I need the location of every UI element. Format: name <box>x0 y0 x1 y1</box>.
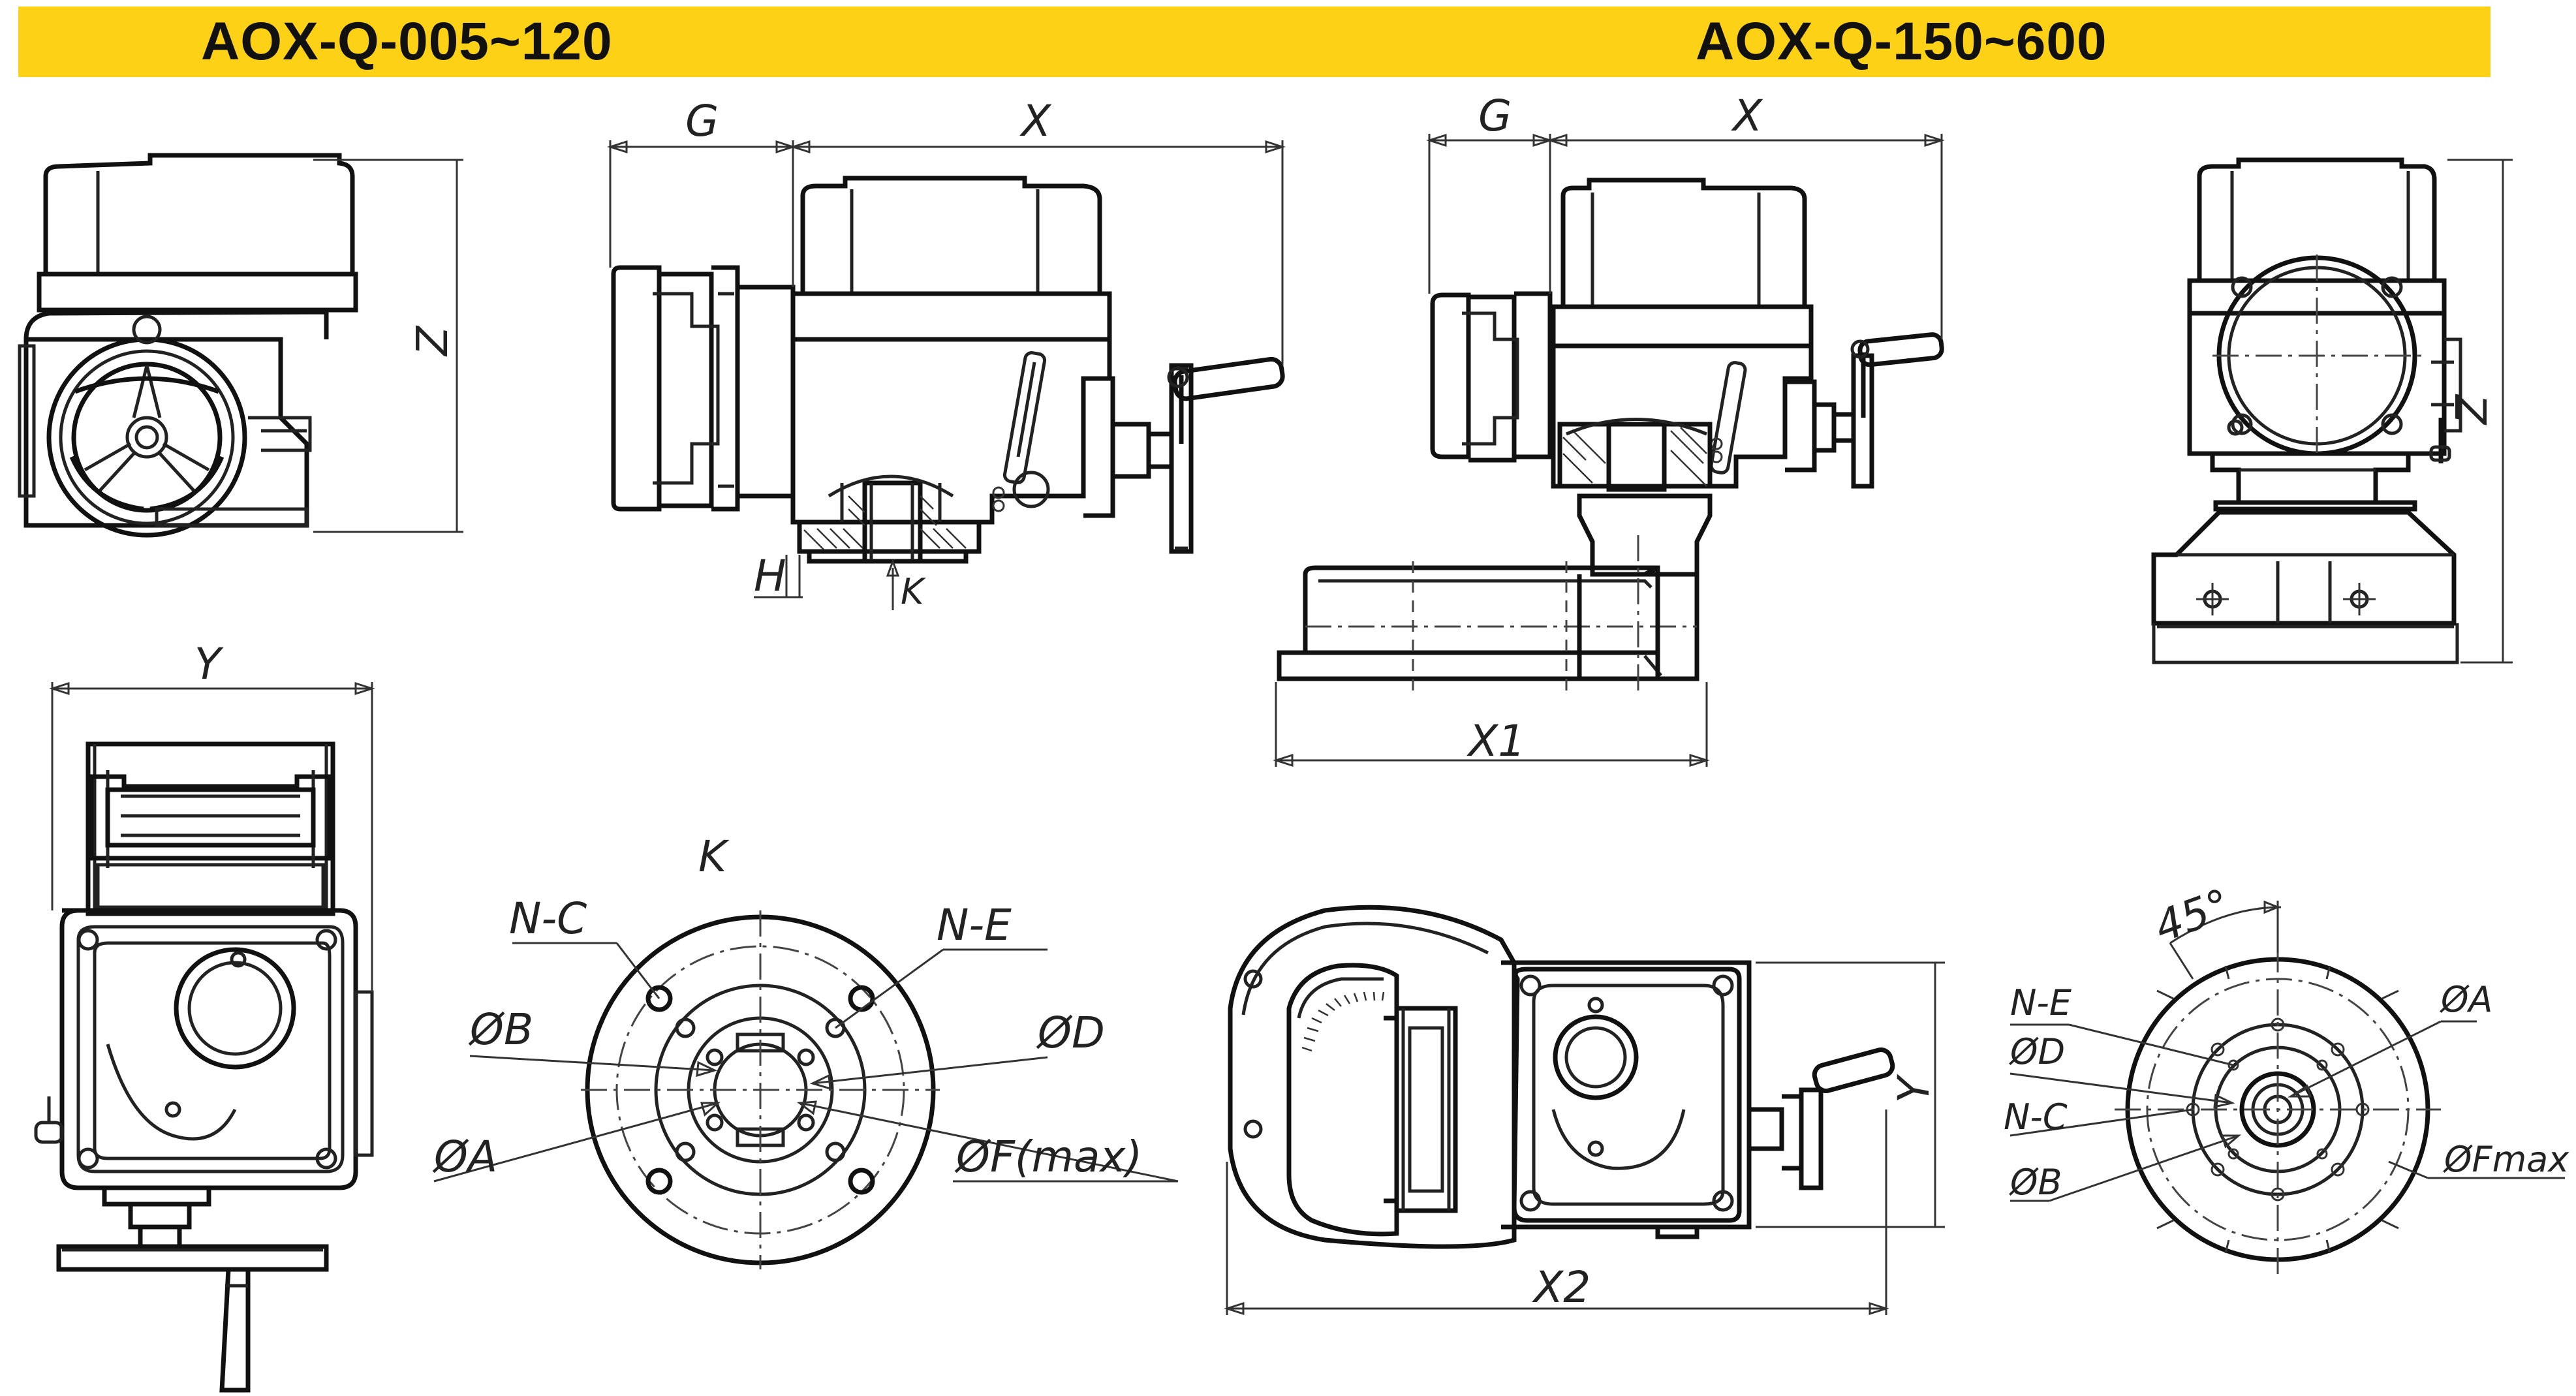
view-small-front <box>18 153 463 538</box>
callout-phia-large: ØA <box>2440 979 2492 1020</box>
dim-label-y-small: Y <box>194 639 224 689</box>
callout-phifmax-small: ØF(max) <box>954 1132 1142 1182</box>
dim-label-y-large: Y <box>1889 1074 1939 1103</box>
view-small-top <box>34 681 375 1393</box>
dim-label-k-arrow: K <box>901 571 926 612</box>
view-large-flange <box>2010 900 2565 1276</box>
callout-nc-small: N-C <box>509 893 587 944</box>
callout-ne-large: N-E <box>2010 982 2072 1023</box>
callout-ne-small: N-E <box>937 900 1012 950</box>
dim-label-x-large: X <box>1731 91 1763 141</box>
model-title-right: AOX-Q-150~600 <box>1696 12 2107 71</box>
view-large-side <box>1273 133 1945 768</box>
dim-label-h: H <box>754 551 786 601</box>
callout-phid-large: ØD <box>2009 1031 2065 1072</box>
model-title-left: AOX-Q-005~120 <box>201 12 613 71</box>
dim-label-g-large: G <box>1478 91 1512 141</box>
callout-nc-large: N-C <box>2004 1096 2068 1138</box>
view-k-flange <box>433 910 1179 1269</box>
header-bar: AOX-Q-005~120 AOX-Q-150~600 <box>18 7 2491 77</box>
dim-label-z: Z <box>407 325 458 357</box>
callout-phia-small: ØA <box>432 1132 497 1182</box>
dim-label-g-small: G <box>685 96 719 146</box>
callout-phib-small: ØB <box>468 1004 533 1055</box>
view-large-top <box>1224 905 1945 1316</box>
callout-phifmax-large: ØFmax <box>2443 1139 2569 1180</box>
view-large-front <box>2151 157 2513 664</box>
dim-label-x-small: X <box>1019 96 1052 146</box>
dim-label-x2: X2 <box>1532 1262 1591 1312</box>
callout-phib-large: ØB <box>2009 1162 2062 1203</box>
view-label-k: K <box>698 831 730 882</box>
dim-label-z-large: Z <box>2447 394 2497 426</box>
dim-label-x1: X1 <box>1466 716 1525 766</box>
callout-phid-small: ØD <box>1036 1008 1105 1058</box>
view-small-side <box>607 140 1286 610</box>
angle-label-45: 45° <box>2148 879 2237 952</box>
